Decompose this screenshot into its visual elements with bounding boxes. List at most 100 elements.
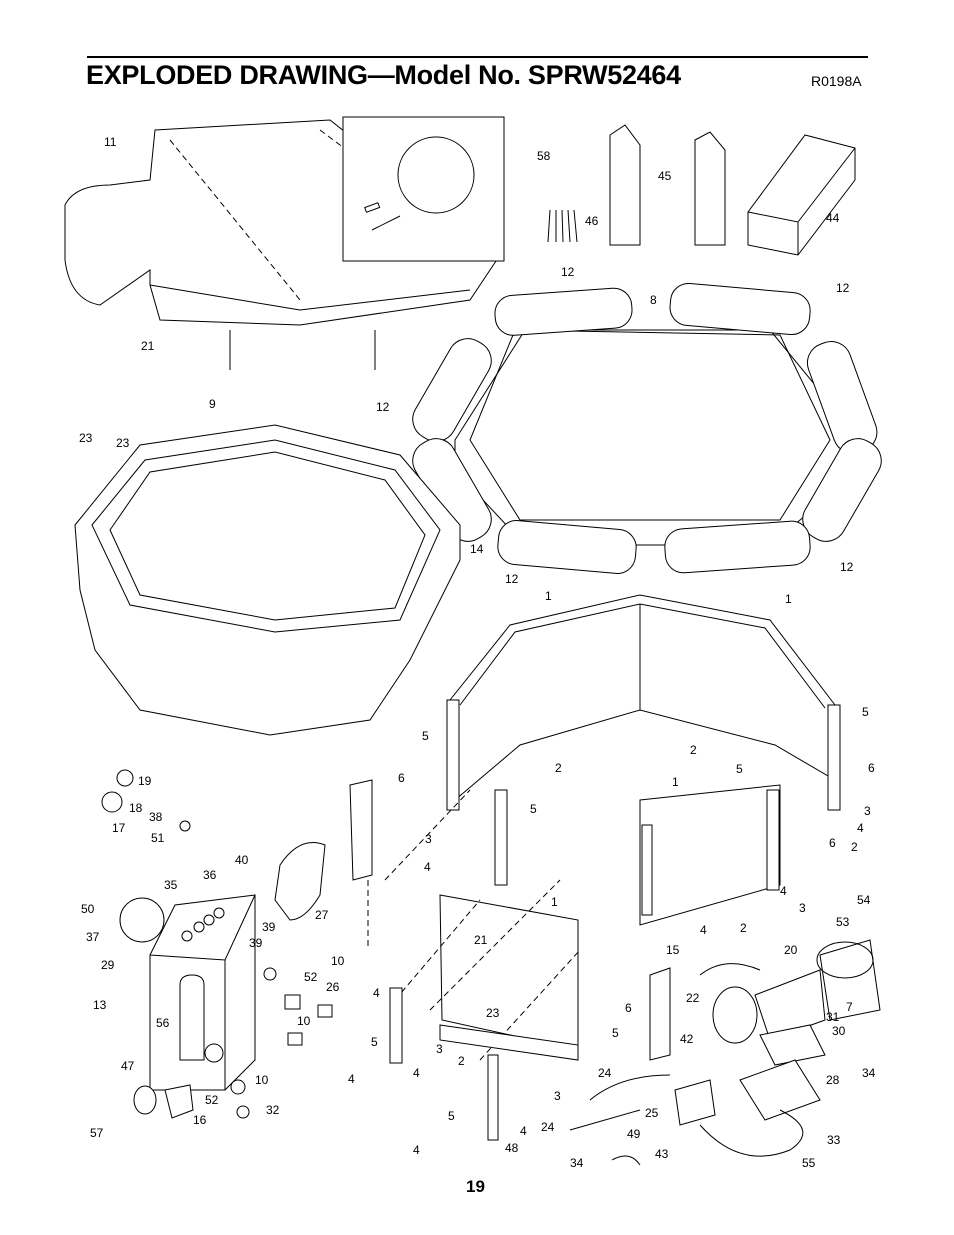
callout: 3 bbox=[436, 1042, 443, 1056]
callout: 15 bbox=[666, 943, 680, 957]
callout: 42 bbox=[680, 1032, 694, 1046]
callout: 4 bbox=[857, 821, 864, 835]
callout: 57 bbox=[90, 1126, 104, 1140]
callout: 6 bbox=[398, 771, 405, 785]
callout: 25 bbox=[645, 1106, 659, 1120]
callout: 4 bbox=[413, 1143, 420, 1157]
callout: 54 bbox=[857, 893, 871, 907]
callout: 51 bbox=[151, 831, 165, 845]
liner-9 bbox=[74, 424, 461, 736]
callout: 11 bbox=[104, 135, 117, 149]
callout: 4 bbox=[780, 884, 787, 898]
callout: 12 bbox=[836, 281, 850, 295]
callout: 2 bbox=[458, 1054, 465, 1068]
callout: 6 bbox=[625, 1001, 632, 1015]
callout: 2 bbox=[555, 761, 562, 775]
bracket-44 bbox=[747, 134, 856, 256]
callout: 5 bbox=[736, 762, 743, 776]
callout: 13 bbox=[93, 998, 107, 1012]
callout: 4 bbox=[413, 1066, 420, 1080]
callout: 45 bbox=[658, 169, 672, 183]
callout: 5 bbox=[612, 1026, 619, 1040]
callout: 33 bbox=[827, 1133, 841, 1147]
callout: 16 bbox=[193, 1113, 207, 1127]
callout: 35 bbox=[164, 878, 178, 892]
callout: 3 bbox=[425, 832, 432, 846]
callout: 12 bbox=[505, 572, 519, 586]
callout: 36 bbox=[203, 868, 217, 882]
callout: 43 bbox=[655, 1147, 669, 1161]
callout: 6 bbox=[868, 761, 875, 775]
callout: 5 bbox=[530, 802, 537, 816]
pump-20 bbox=[712, 969, 826, 1066]
callout: 34 bbox=[862, 1066, 876, 1080]
callout: 6 bbox=[829, 836, 836, 850]
callout: 5 bbox=[448, 1109, 455, 1123]
wall-panels-1 bbox=[439, 594, 841, 1051]
callout: 5 bbox=[862, 705, 869, 719]
callout: 12 bbox=[376, 400, 390, 414]
callout: 3 bbox=[864, 804, 871, 818]
callout: 4 bbox=[424, 860, 431, 874]
callout: 1 bbox=[785, 592, 792, 606]
callout-labels: 11 58 45 46 44 12 8 12 21 12 23 23 9 14 … bbox=[79, 135, 876, 1170]
callout: 32 bbox=[266, 1103, 280, 1117]
callout: 46 bbox=[585, 214, 599, 228]
callout: 5 bbox=[422, 729, 429, 743]
callout: 55 bbox=[802, 1156, 816, 1170]
callout: 52 bbox=[304, 970, 318, 984]
callout: 5 bbox=[371, 1035, 378, 1049]
callout: 2 bbox=[690, 743, 697, 757]
page-number: 19 bbox=[466, 1177, 485, 1196]
callout: 37 bbox=[86, 930, 100, 944]
callout: 9 bbox=[209, 397, 216, 411]
page-title: EXPLODED DRAWING—Model No. SPRW52464 bbox=[86, 60, 681, 90]
callout: 28 bbox=[826, 1073, 840, 1087]
callout: 49 bbox=[627, 1127, 641, 1141]
callout: 23 bbox=[486, 1006, 500, 1020]
callout: 4 bbox=[700, 923, 707, 937]
callout: 40 bbox=[235, 853, 249, 867]
callout: 39 bbox=[262, 920, 276, 934]
callout: 4 bbox=[520, 1124, 527, 1138]
cushion-27 bbox=[274, 842, 326, 921]
control-box-25 bbox=[569, 963, 821, 1166]
drawing-code: R0198A bbox=[811, 73, 862, 89]
callout: 21 bbox=[474, 933, 488, 947]
callout: 1 bbox=[672, 775, 679, 789]
callout: 24 bbox=[598, 1066, 612, 1080]
callout: 22 bbox=[686, 991, 700, 1005]
callout: 12 bbox=[561, 265, 575, 279]
callout: 50 bbox=[81, 902, 95, 916]
title-rule bbox=[87, 56, 868, 58]
jets-parts bbox=[101, 769, 333, 1119]
callout: 21 bbox=[141, 339, 155, 353]
callout: 48 bbox=[505, 1141, 519, 1155]
callout: 1 bbox=[551, 895, 558, 909]
heater-53 bbox=[816, 939, 881, 1021]
upright-6 bbox=[349, 779, 671, 1061]
callout: 12 bbox=[840, 560, 854, 574]
callout: 17 bbox=[112, 821, 126, 835]
callout: 8 bbox=[650, 293, 657, 307]
callout: 10 bbox=[297, 1014, 311, 1028]
pads-12 bbox=[412, 282, 882, 574]
callout: 27 bbox=[315, 908, 329, 922]
callout: 29 bbox=[101, 958, 115, 972]
callout: 10 bbox=[331, 954, 345, 968]
callout: 1 bbox=[545, 589, 552, 603]
brackets-45 bbox=[609, 124, 726, 246]
callout: 14 bbox=[470, 542, 484, 556]
callout: 38 bbox=[149, 810, 163, 824]
callout: 31 bbox=[826, 1010, 840, 1024]
callout: 56 bbox=[156, 1016, 170, 1030]
callout: 53 bbox=[836, 915, 850, 929]
callout: 24 bbox=[541, 1120, 555, 1134]
equipment-pack-13 bbox=[119, 894, 256, 1091]
callout: 52 bbox=[205, 1093, 219, 1107]
callout: 4 bbox=[348, 1072, 355, 1086]
assembly-guides bbox=[367, 789, 581, 1141]
callout: 18 bbox=[129, 801, 143, 815]
callout: 4 bbox=[373, 986, 380, 1000]
